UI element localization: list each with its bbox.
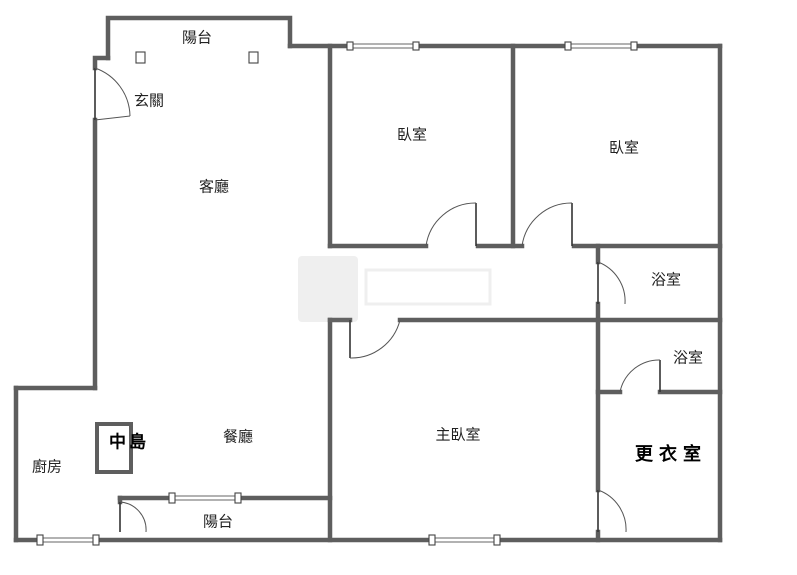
doors [94,67,661,533]
label-living-room: 客廳 [198,177,230,196]
walls [13,15,723,543]
label-balcony-top: 陽台 [181,28,213,47]
label-bedroom-2: 臥室 [608,138,640,157]
label-walk-in-closet: 更衣室 [635,444,707,465]
watermark [298,256,492,322]
label-dining-room: 餐廳 [222,427,254,446]
kitchen-island-outline [95,422,133,474]
label-master-bedroom: 主臥室 [435,425,481,444]
label-balcony-bottom: 陽台 [202,512,234,531]
windows [36,41,638,546]
label-bathroom-1: 浴室 [650,270,682,289]
label-entrance: 玄關 [133,91,165,110]
label-kitchen-island: 中島 [109,432,149,453]
label-kitchen: 廚房 [31,457,63,476]
label-bathroom-2: 浴室 [672,348,704,367]
label-bedroom-1: 臥室 [396,125,428,144]
